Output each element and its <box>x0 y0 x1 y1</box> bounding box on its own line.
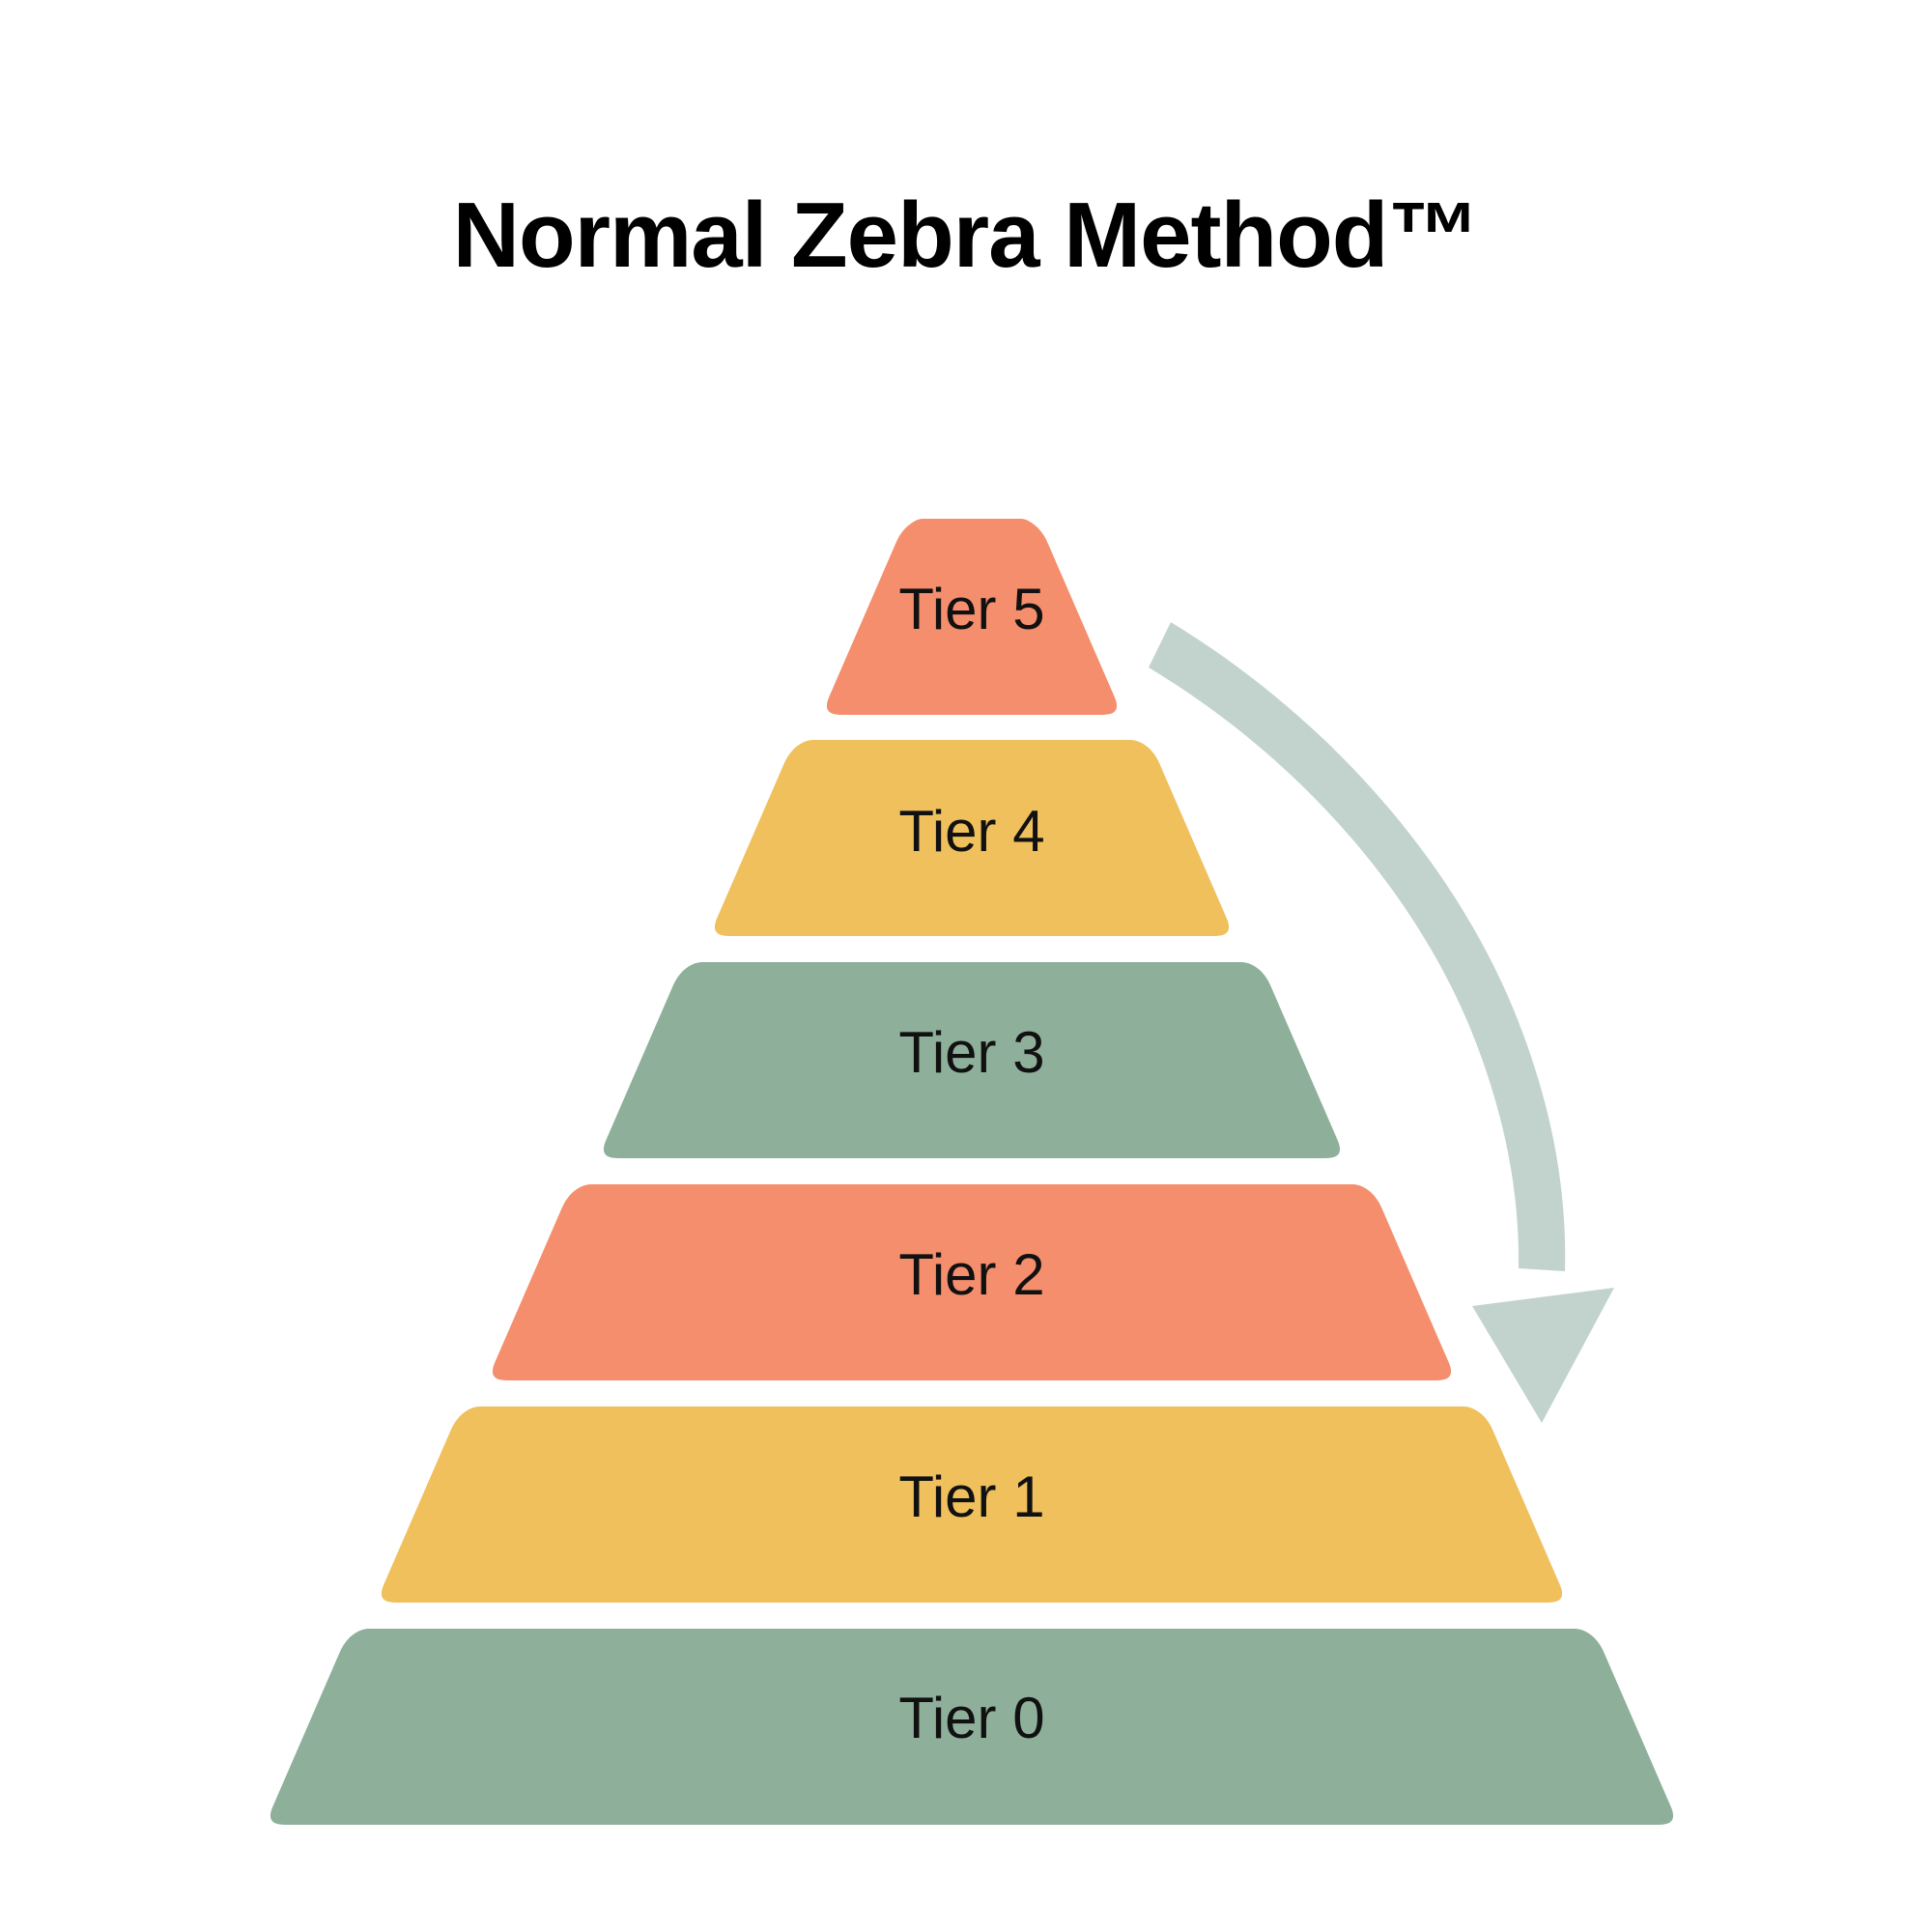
downward-flow-arrow <box>1149 622 1614 1423</box>
arrow-head-icon <box>1472 1288 1614 1423</box>
pyramid-tier-4-shape[interactable] <box>714 740 1230 936</box>
pyramid-tier-5-shape[interactable] <box>826 519 1118 715</box>
page-title: Normal Zebra Method™ <box>452 184 1481 287</box>
pyramid-tier-0-shape[interactable] <box>270 1629 1674 1825</box>
pyramid-tier-1-shape[interactable] <box>381 1406 1563 1603</box>
arrow-curve-icon <box>1149 622 1566 1271</box>
pyramid-tier-3-shape[interactable] <box>603 962 1341 1158</box>
pyramid-tier-2-shape[interactable] <box>492 1184 1452 1380</box>
